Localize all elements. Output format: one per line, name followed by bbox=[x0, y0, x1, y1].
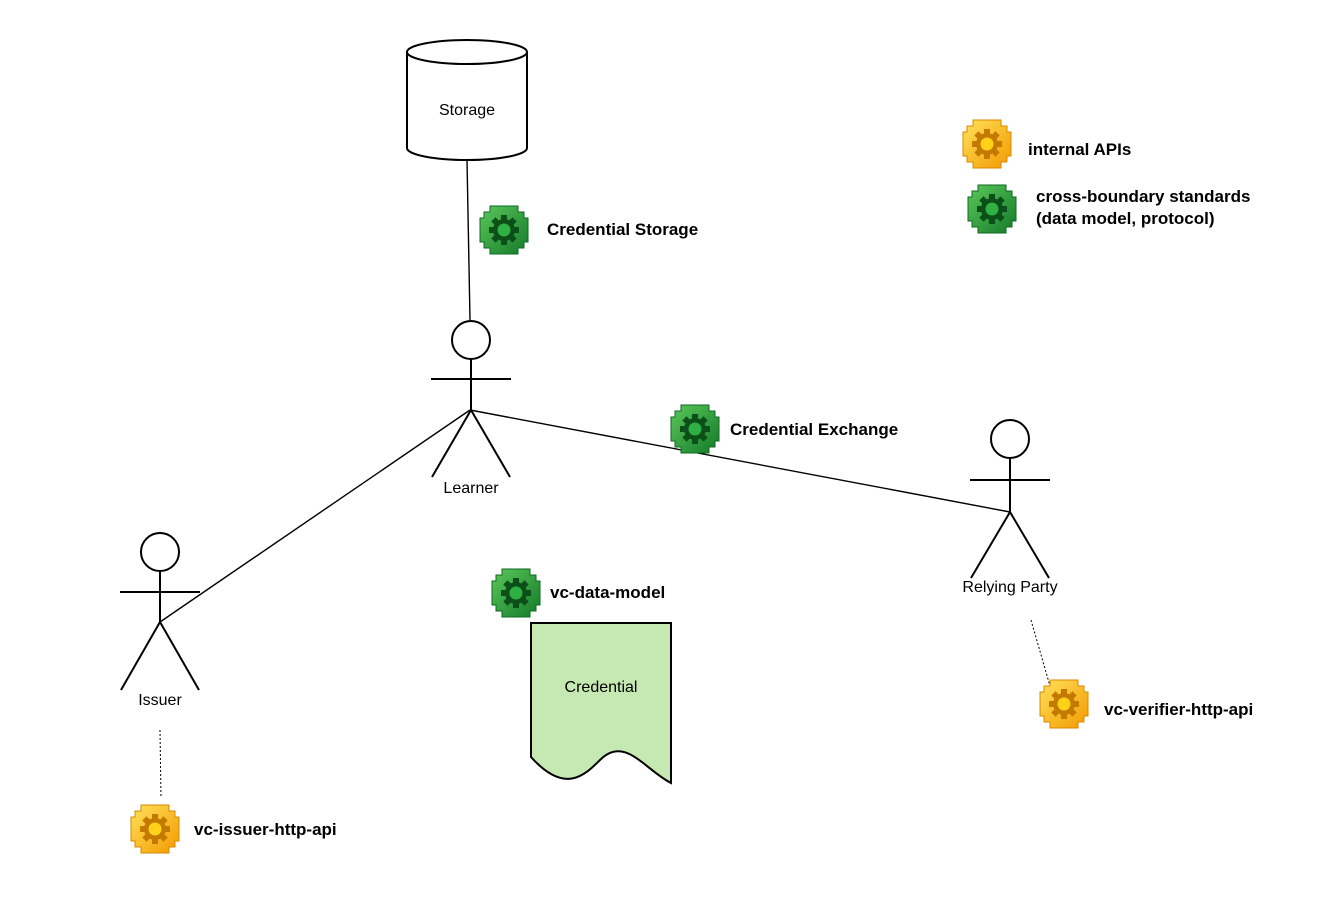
gear-standard-icon bbox=[967, 184, 1017, 234]
relying-party-label: Relying Party bbox=[962, 579, 1057, 596]
gear-internal-icon bbox=[1039, 679, 1089, 729]
gear-standard-icon bbox=[670, 404, 720, 454]
credential-exchange-interface[interactable]: Credential Exchange bbox=[670, 404, 898, 454]
vc-issuer-http-api-label: vc-issuer-http-api bbox=[194, 820, 337, 839]
legend-internal-label: internal APIs bbox=[1028, 140, 1131, 159]
learner-actor[interactable]: Learner bbox=[431, 320, 511, 497]
legend-standards-label-line1: cross-boundary standards bbox=[1036, 187, 1250, 206]
learner-issuer-connector bbox=[159, 409, 471, 623]
issuer-actor[interactable]: Issuer bbox=[120, 532, 200, 709]
vc-verifier-http-api-interface[interactable]: vc-verifier-http-api bbox=[1039, 679, 1253, 729]
gear-standard-icon bbox=[491, 568, 541, 618]
relying-party-actor[interactable]: Relying Party bbox=[962, 419, 1058, 596]
credential-storage-interface[interactable]: Credential Storage bbox=[479, 205, 698, 255]
vc-issuer-http-api-interface[interactable]: vc-issuer-http-api bbox=[130, 804, 337, 854]
vc-data-model-interface[interactable]: vc-data-model bbox=[491, 568, 665, 618]
vc-data-model-label: vc-data-model bbox=[550, 583, 665, 602]
legend: internal APIs cross-boundary standards (… bbox=[962, 119, 1250, 234]
gear-standard-icon bbox=[479, 205, 529, 255]
storage-label: Storage bbox=[439, 102, 495, 119]
issuer-api-connector bbox=[159, 729, 162, 799]
learner-label: Learner bbox=[443, 480, 499, 497]
vc-verifier-http-api-label: vc-verifier-http-api bbox=[1104, 700, 1253, 719]
credential-document[interactable]: Credential bbox=[530, 622, 672, 785]
credential-storage-label: Credential Storage bbox=[547, 220, 698, 239]
learner-relying-party-connector bbox=[469, 409, 1011, 513]
issuer-label: Issuer bbox=[138, 692, 182, 709]
credential-label: Credential bbox=[565, 679, 638, 696]
gear-internal-icon bbox=[130, 804, 180, 854]
legend-standards-label-line2: (data model, protocol) bbox=[1036, 209, 1215, 228]
gear-internal-icon bbox=[962, 119, 1012, 169]
storage-learner-connector bbox=[466, 159, 471, 321]
credential-exchange-label: Credential Exchange bbox=[730, 420, 898, 439]
storage-cylinder[interactable]: Storage bbox=[406, 39, 528, 161]
verifier-api-connector bbox=[1030, 619, 1051, 687]
